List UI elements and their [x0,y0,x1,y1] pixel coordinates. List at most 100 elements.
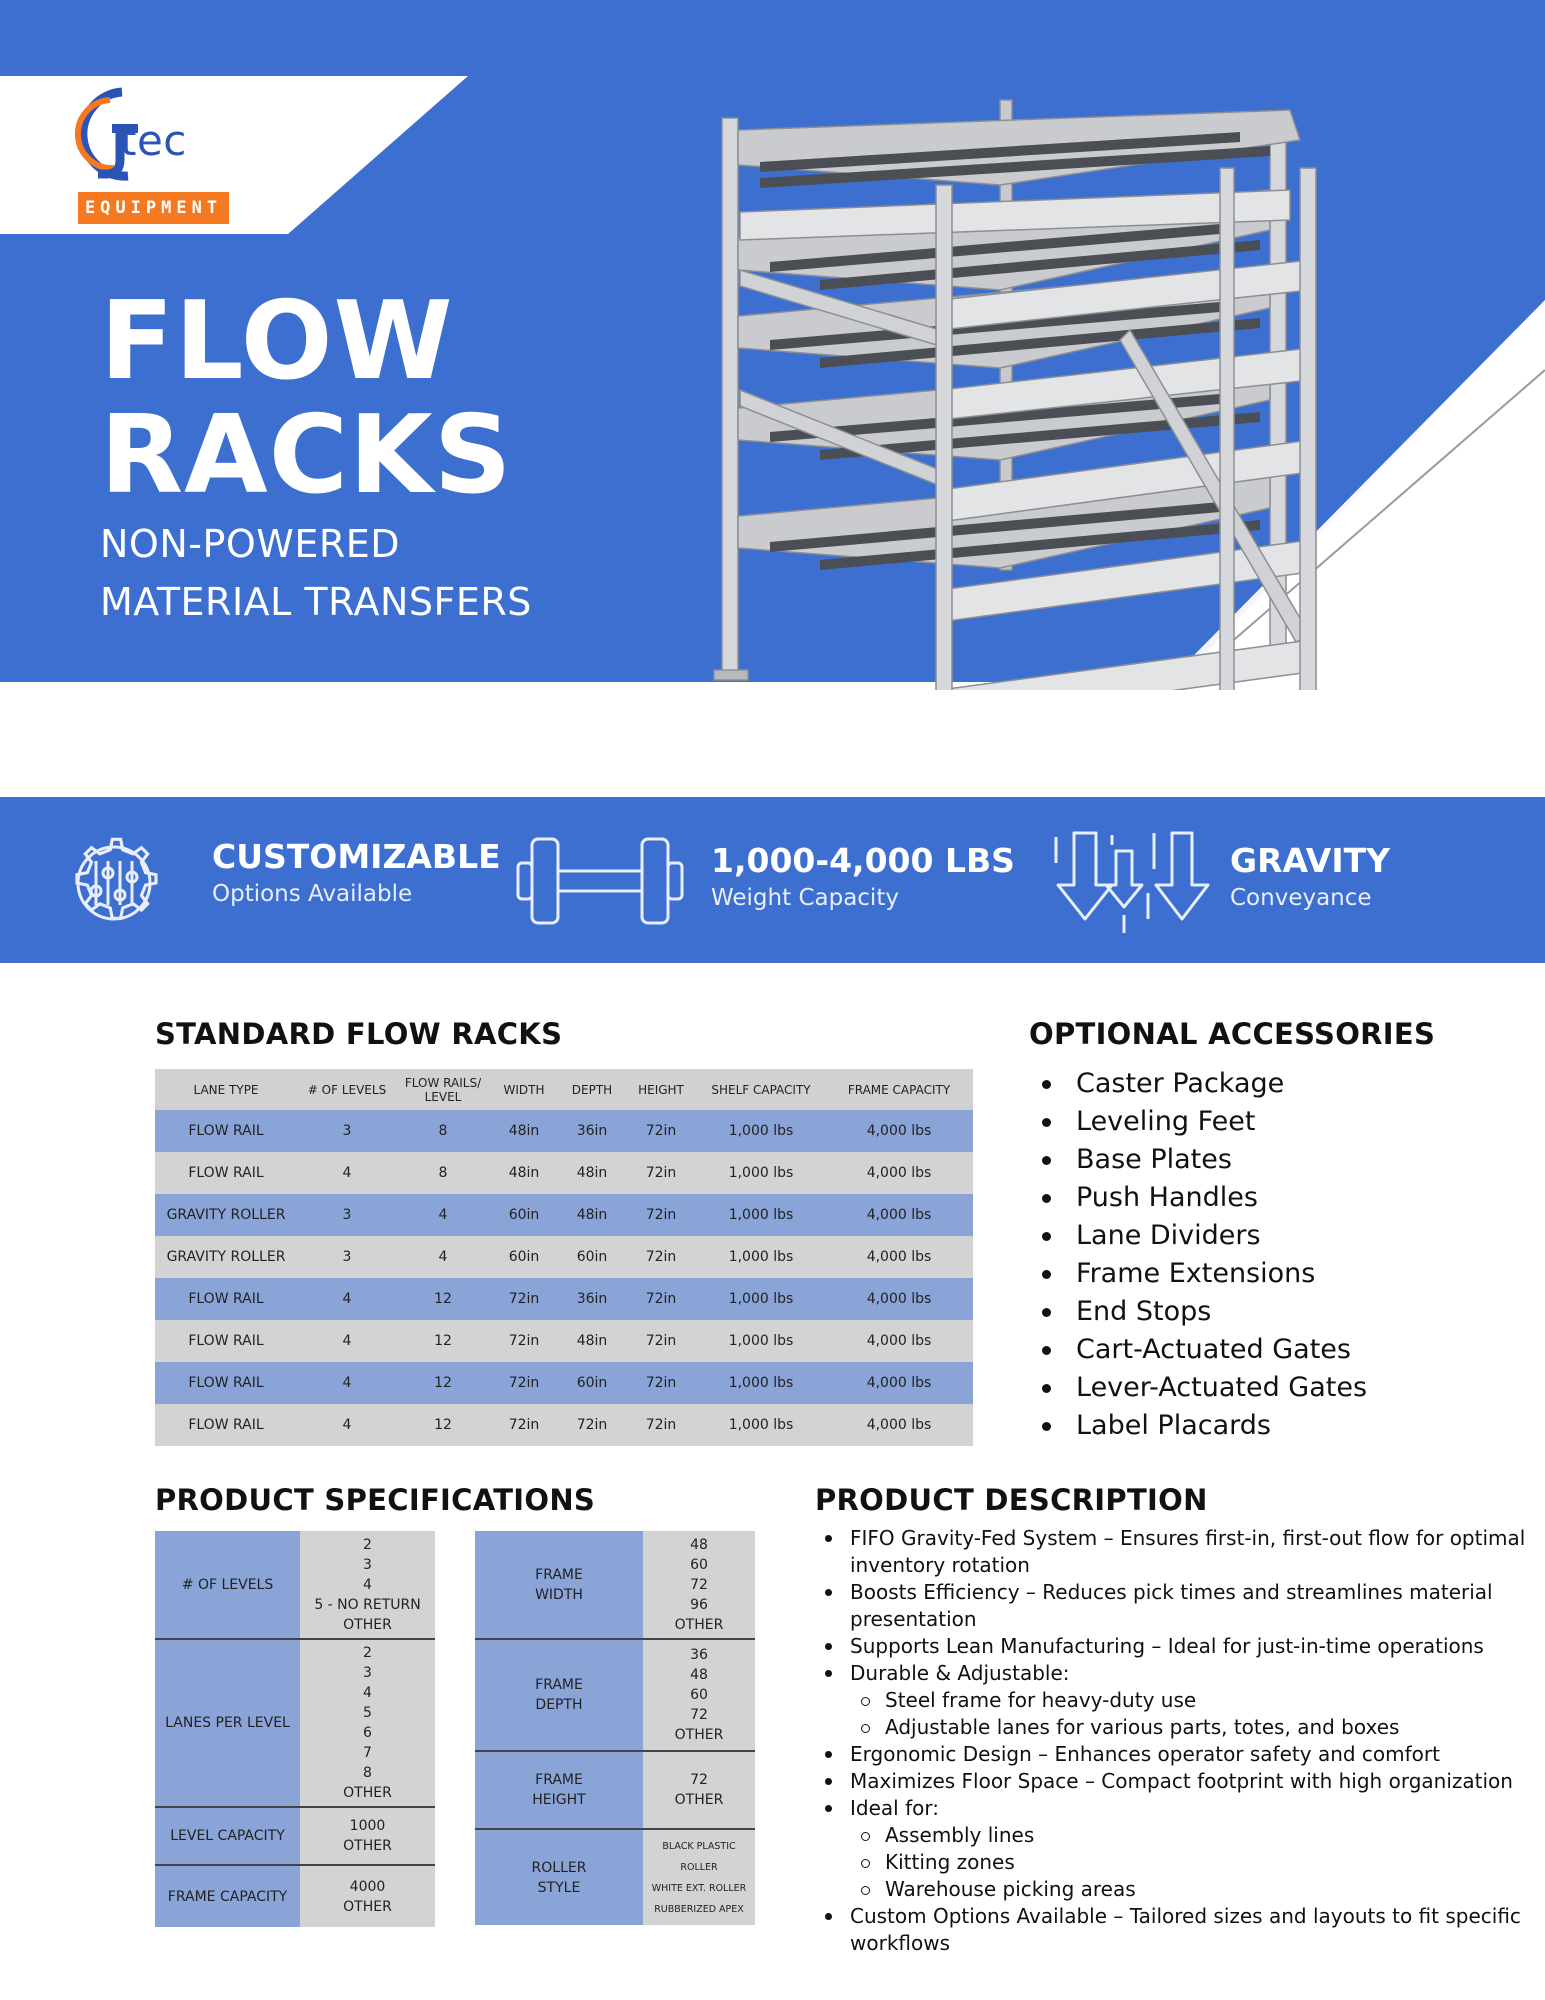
flow-rack-illustration [713,99,1317,690]
table-cell: FLOW RAIL [155,1404,297,1446]
list-item: Cart-Actuated Gates [1042,1331,1367,1369]
bullet-item: Custom Options Available – Tailored size… [815,1903,1535,1957]
down-arrows-icon [1054,831,1210,933]
spec-key-line: FRAME [535,1677,583,1693]
spec-value: 72 [690,1707,708,1723]
table-cell: 60in [559,1236,625,1278]
feature-customizable: CUSTOMIZABLE Options Available [0,797,501,963]
spec-value: BLACK PLASTIC [662,1840,736,1852]
spec-key: FRAME CAPACITY [155,1864,300,1927]
sub-bullet-item: Warehouse picking areas [815,1876,1535,1903]
spec-key-line: DEPTH [535,1697,583,1713]
spec-key-line: FRAME [535,1566,583,1583]
spec-value: OTHER [674,1616,724,1633]
title-line-2: RACKS [100,393,513,518]
spec-key-line: STYLE [537,1879,581,1896]
logo-wordmark: tec [120,116,187,165]
spec-value: 4 [363,1685,372,1701]
standard-heading: STANDARD FLOW RACKS [155,1017,563,1051]
column-header: LANE TYPE [155,1069,297,1110]
spec-value: 48 [690,1536,708,1553]
spec-value: 36 [690,1647,708,1663]
sub-bullet-item: Assembly lines [815,1822,1535,1849]
spec-key-line: LEVEL CAPACITY [170,1828,285,1844]
table-cell: 4,000 lbs [825,1362,973,1404]
hero-banner: tec EQUIPMENT FLOW RACKS NON-POWERED MAT… [0,0,1545,690]
table-cell: 60in [559,1362,625,1404]
bullet-item: Durable & Adjustable: [815,1660,1535,1687]
sub-bullet-item: Kitting zones [815,1849,1535,1876]
spec-value: OTHER [343,1616,392,1633]
table-cell: FLOW RAIL [155,1110,297,1152]
spec-value: 4 [363,1576,372,1593]
table-cell: 72in [489,1404,559,1446]
feature-subtitle: Weight Capacity [711,885,899,911]
spec-value: 2 [363,1645,372,1661]
specs-heading: PRODUCT SPECIFICATIONS [155,1483,596,1517]
bullet-item: Ideal for: [815,1795,1535,1822]
table-cell: 48in [559,1320,625,1362]
table-cell: 4 [297,1362,397,1404]
feature-subtitle: Conveyance [1230,885,1372,911]
spec-value: ROLLER [680,1861,718,1873]
spec-key-line: FRAME CAPACITY [167,1888,288,1905]
spec-value: 2 [363,1536,372,1553]
table-cell: 1,000 lbs [697,1152,825,1194]
table-cell: 4,000 lbs [825,1404,973,1446]
spec-value: OTHER [674,1727,724,1743]
table-cell: 1,000 lbs [697,1404,825,1446]
spec-key: # OF LEVELS [155,1531,300,1639]
table-cell: 4 [297,1152,397,1194]
table-cell: 4 [297,1320,397,1362]
accessories-heading: OPTIONAL ACCESSORIES [1029,1017,1436,1051]
spec-value: OTHER [343,1785,392,1801]
spec-value: WHITE EXT. ROLLER [651,1882,747,1894]
table-cell: 72in [625,1194,697,1236]
table-cell: FLOW RAIL [155,1320,297,1362]
list-item: Leveling Feet [1042,1103,1367,1141]
table-cell: 4,000 lbs [825,1278,973,1320]
spec-value: 72 [690,1772,708,1788]
bullet-item: Maximizes Floor Space – Compact footprin… [815,1768,1535,1795]
spec-value: 72 [690,1576,708,1593]
spec-value: 8 [363,1765,372,1781]
table-cell: 12 [397,1320,489,1362]
table-cell: 4,000 lbs [825,1236,973,1278]
description-heading: PRODUCT DESCRIPTION [815,1483,1208,1517]
spec-key-line: HEIGHT [532,1792,586,1808]
table-cell: 4 [297,1404,397,1446]
spec-value: RUBBERIZED APEX [654,1903,744,1915]
spec-key: FRAME DEPTH [475,1638,643,1751]
table-cell: 4,000 lbs [825,1194,973,1236]
table-cell: 60in [489,1236,559,1278]
table-cell: 48in [489,1110,559,1152]
spec-key-line: # OF LEVELS [181,1576,274,1593]
spec-value: OTHER [343,1898,392,1915]
bullet-item: Ergonomic Design – Enhances operator saf… [815,1741,1535,1768]
logo-badge: EQUIPMENT [78,192,229,224]
table-cell: GRAVITY ROLLER [155,1194,297,1236]
table-cell: 12 [397,1404,489,1446]
list-item: Label Placards [1042,1407,1367,1445]
feature-title: CUSTOMIZABLE [212,837,501,876]
column-header: FRAME CAPACITY [825,1069,973,1110]
bullet-item: Supports Lean Manufacturing – Ideal for … [815,1633,1535,1660]
table-cell: 3 [297,1194,397,1236]
list-item: Push Handles [1042,1179,1367,1217]
feature-weight-capacity: 1,000-4,000 LBS Weight Capacity [500,797,1020,963]
table-cell: 72in [559,1404,625,1446]
